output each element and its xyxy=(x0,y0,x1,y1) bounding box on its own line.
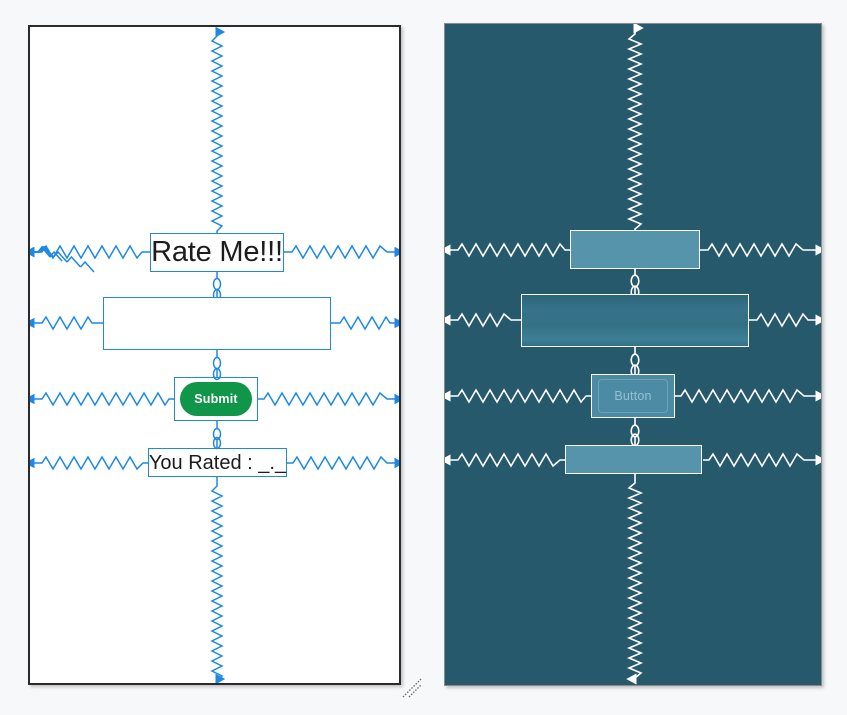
submit-button-label: Submit xyxy=(194,392,238,406)
blueprint-surface[interactable]: Button xyxy=(445,24,821,685)
design-widget-result-text[interactable]: You Rated : _._ xyxy=(148,448,287,477)
design-surface-panel[interactable]: Rate Me!!! Submit You Rated : _._ xyxy=(28,25,401,685)
blueprint-button-label: Button xyxy=(614,389,652,403)
submit-button-pill[interactable]: Submit xyxy=(180,382,252,416)
design-widget-submit-button[interactable]: Submit xyxy=(174,377,258,421)
design-widget-edit-text[interactable] xyxy=(103,297,331,350)
design-surface[interactable]: Rate Me!!! Submit You Rated : _._ xyxy=(30,27,399,683)
blueprint-widget-button[interactable]: Button xyxy=(591,374,675,418)
design-widget-title[interactable]: Rate Me!!! xyxy=(150,233,284,272)
blueprint-widget-result-text[interactable] xyxy=(565,445,702,474)
blueprint-constraint-overlay xyxy=(445,24,821,685)
design-widget-result-label: You Rated : _._ xyxy=(148,451,287,474)
panel-resize-handle[interactable] xyxy=(401,677,423,699)
blueprint-widget-edit-text[interactable] xyxy=(521,294,749,347)
blueprint-widget-title[interactable] xyxy=(570,230,700,269)
design-widget-title-label: Rate Me!!! xyxy=(151,236,283,268)
blueprint-button-inner[interactable]: Button xyxy=(598,379,668,413)
design-constraint-overlay xyxy=(30,27,399,683)
blueprint-surface-panel[interactable]: Button xyxy=(444,23,822,686)
